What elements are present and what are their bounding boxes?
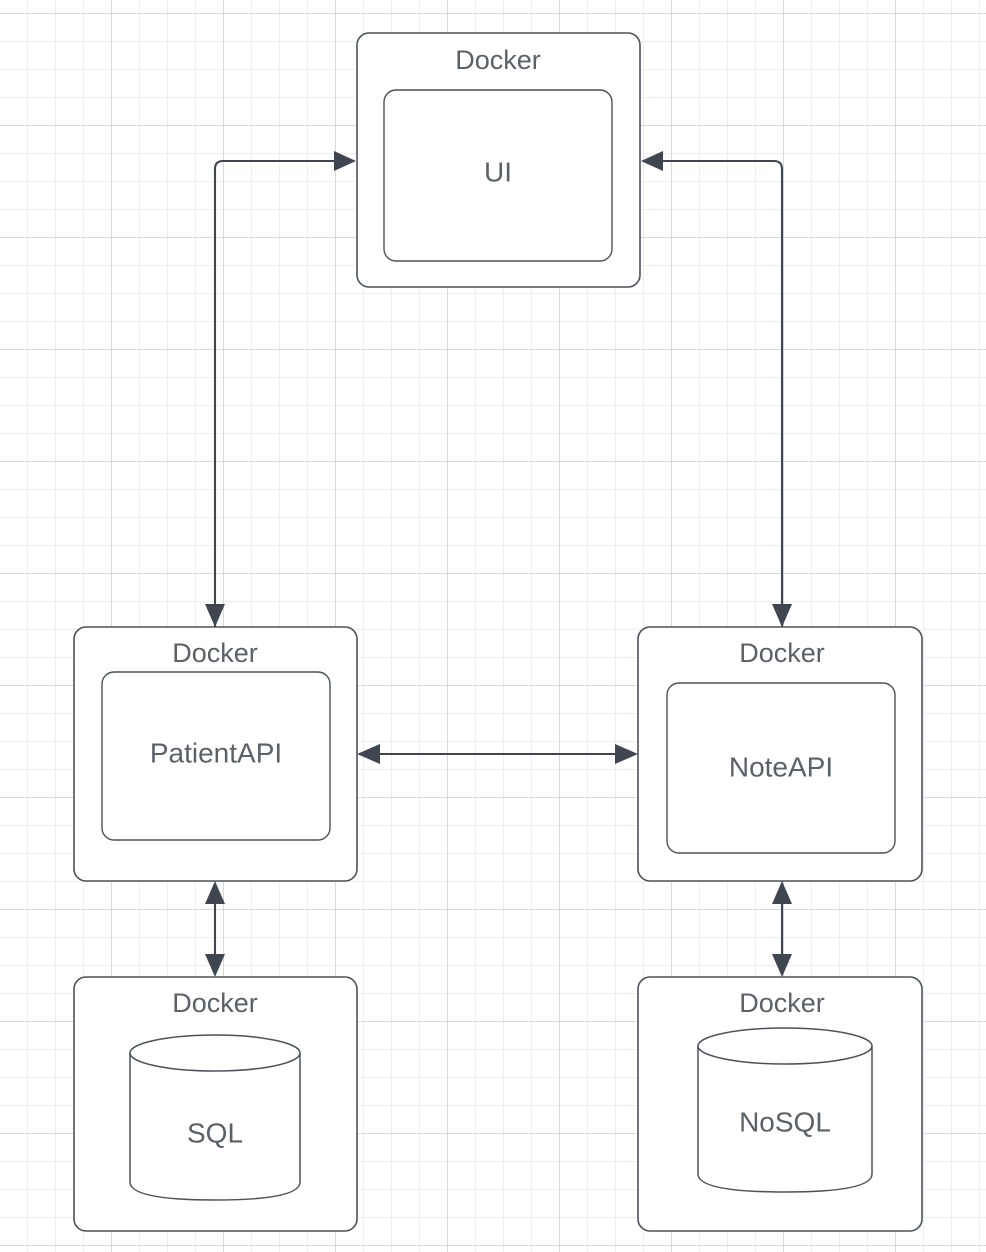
docker-noteapi-label: Docker — [739, 638, 825, 668]
node-ui-label: UI — [484, 156, 512, 187]
node-ui-box[interactable] — [383, 89, 613, 262]
arrowhead-down — [772, 954, 792, 977]
arrowhead-down — [772, 604, 792, 627]
node-sql-cylinder[interactable] — [129, 1034, 301, 1201]
connector-patientapi-noteapi[interactable] — [357, 744, 638, 764]
node-noteapi-label: NoteAPI — [729, 751, 833, 782]
connector-patientapi-to-ui[interactable] — [213, 151, 356, 627]
connector-ui-to-patientapi[interactable] — [205, 604, 225, 627]
connector-noteapi-to-ui[interactable] — [641, 151, 784, 627]
node-sql-label: SQL — [187, 1117, 243, 1148]
node-patientapi-label: PatientAPI — [150, 737, 282, 768]
arrowhead-up — [205, 881, 225, 904]
connector-noteapi-nosql[interactable] — [772, 881, 792, 977]
node-patientapi-box[interactable] — [101, 671, 331, 841]
connector-patientapi-sql[interactable] — [205, 881, 225, 977]
docker-container-nosql[interactable]: Docker NoSQL — [637, 976, 923, 1232]
docker-container-patientapi[interactable]: Docker PatientAPI — [73, 626, 358, 882]
docker-container-ui[interactable]: Docker UI — [356, 32, 641, 288]
docker-patientapi-label: Docker — [172, 638, 258, 668]
node-nosql-cylinder[interactable] — [697, 1027, 873, 1193]
arrowhead-left — [641, 151, 663, 171]
docker-ui-label: Docker — [455, 45, 541, 75]
docker-container-noteapi[interactable]: Docker NoteAPI — [637, 626, 923, 882]
docker-sql-label: Docker — [172, 988, 258, 1018]
connector-ui-to-noteapi[interactable] — [772, 604, 792, 627]
arrowhead-left — [357, 744, 380, 764]
arrowhead-right — [615, 744, 638, 764]
docker-nosql-label: Docker — [739, 988, 825, 1018]
arrowhead-up — [772, 881, 792, 904]
arrowhead-down — [205, 604, 225, 627]
arrowhead-right — [334, 151, 356, 171]
node-noteapi-box[interactable] — [666, 682, 896, 854]
arrowhead-down — [205, 954, 225, 977]
docker-container-sql[interactable]: Docker SQL — [73, 976, 358, 1232]
node-nosql-label: NoSQL — [739, 1106, 831, 1137]
